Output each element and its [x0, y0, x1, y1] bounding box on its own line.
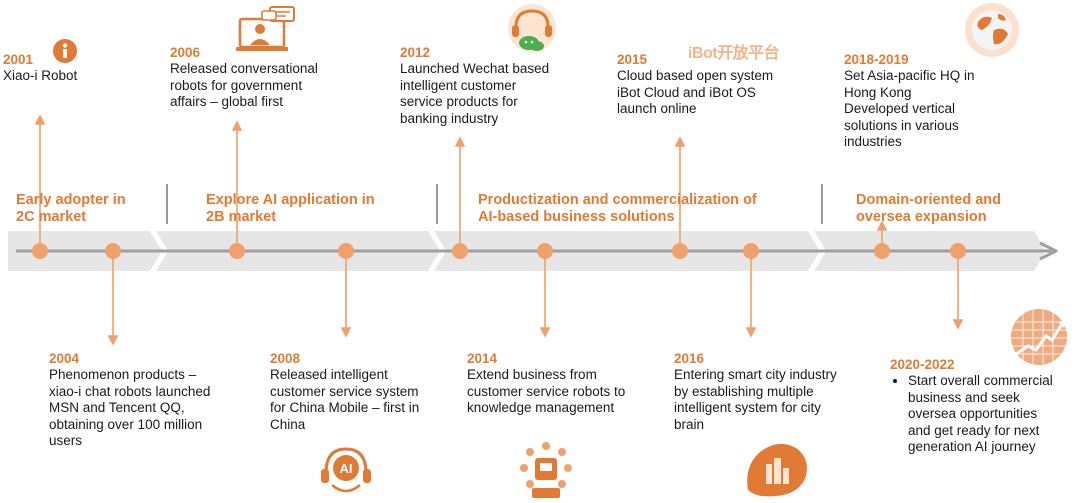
ibot-logo-text: iBot开放平台	[688, 45, 780, 62]
event-2016: 2016 Entering smart city industry by est…	[674, 351, 837, 433]
event-description: Launched Wechat based intelligent custom…	[400, 61, 550, 126]
timeline-dot-2014	[537, 243, 553, 259]
timeline-dot-2020	[950, 243, 966, 259]
event-year: 2008	[270, 351, 301, 366]
timeline-dot-2004	[105, 243, 121, 259]
event-description: Entering smart city industry by establis…	[674, 367, 837, 432]
timeline-arrowhead	[1039, 241, 1058, 261]
timeline-dot-2008	[338, 243, 354, 259]
timeline-dot-2012	[452, 243, 468, 259]
event-year: 2006	[170, 45, 201, 60]
city-brain-icon	[747, 443, 807, 497]
event-2006: 2006 Released conversational robots for …	[170, 45, 318, 111]
event-year: 2015	[617, 52, 648, 67]
event-2018-2019: 2018-2019 Set Asia-pacific HQ in Hong Ko…	[844, 52, 975, 151]
wechat-headset-icon	[508, 4, 556, 52]
timeline-dot-2015	[672, 243, 688, 259]
event-year: 2012	[400, 45, 431, 60]
knowledge-network-icon	[520, 442, 572, 498]
event-year: 2018-2019	[844, 52, 909, 67]
event-bullet: Start overall commercial business and se…	[908, 373, 1053, 456]
timeline-dot-2006	[229, 243, 245, 259]
globe-icon	[965, 3, 1019, 57]
event-description: Cloud based open system iBot Cloud and i…	[617, 68, 774, 116]
ai-headset-label: AI	[340, 461, 353, 476]
timeline-dot-2018	[874, 243, 890, 259]
event-2015: 2015 Cloud based open system iBot Cloud …	[617, 52, 773, 118]
phase-label-explore-ai: Explore AI application in 2B market	[206, 192, 375, 225]
phase-divider	[821, 184, 823, 224]
phase-label-early-adopter: Early adopter in 2C market	[16, 192, 126, 225]
event-2004: 2004 Phenomenon products – xiao-i chat r…	[49, 351, 210, 450]
phase-label-domain-oriented: Domain-oriented and oversea expansion	[856, 192, 1002, 225]
event-2001: 2001 Xiao-i Robot	[3, 52, 77, 85]
event-year: 2014	[467, 351, 498, 366]
info-icon	[53, 39, 77, 63]
phase-divider	[166, 184, 168, 224]
phase-divider	[436, 184, 438, 224]
event-year: 2020-2022	[890, 357, 955, 372]
phase-label-productization: Productization and commercialization of …	[478, 192, 757, 225]
event-description: Set Asia-pacific HQ in Hong Kong Develop…	[844, 68, 975, 149]
event-description: Extend business from customer service ro…	[467, 367, 626, 415]
timeline-dot-2001	[32, 243, 48, 259]
event-description: Xiao-i Robot	[3, 68, 78, 83]
event-2008: 2008 Released intelligent customer servi…	[270, 351, 419, 433]
growth-chart-icon	[1011, 309, 1067, 365]
event-year: 2001	[3, 52, 34, 67]
event-description: Released conversational robots for gover…	[170, 61, 318, 109]
event-2012: 2012 Launched Wechat based intelligent c…	[400, 45, 549, 127]
ai-headset-icon: AI	[321, 447, 371, 493]
event-year: 2016	[674, 351, 705, 366]
timeline-dot-2016	[743, 243, 759, 259]
event-2020-2022: 2020-2022 Start overall commercial busin…	[890, 357, 1053, 456]
event-description: Phenomenon products – xiao-i chat robots…	[49, 367, 211, 448]
event-year: 2004	[49, 351, 80, 366]
event-description: Released intelligent customer service sy…	[270, 367, 420, 432]
ibot-logo: iBot开放平台	[688, 42, 814, 66]
chat-computer-icon	[236, 6, 295, 51]
event-2014: 2014 Extend business from customer servi…	[467, 351, 625, 417]
event-bullets: Start overall commercial business and se…	[890, 373, 1053, 456]
